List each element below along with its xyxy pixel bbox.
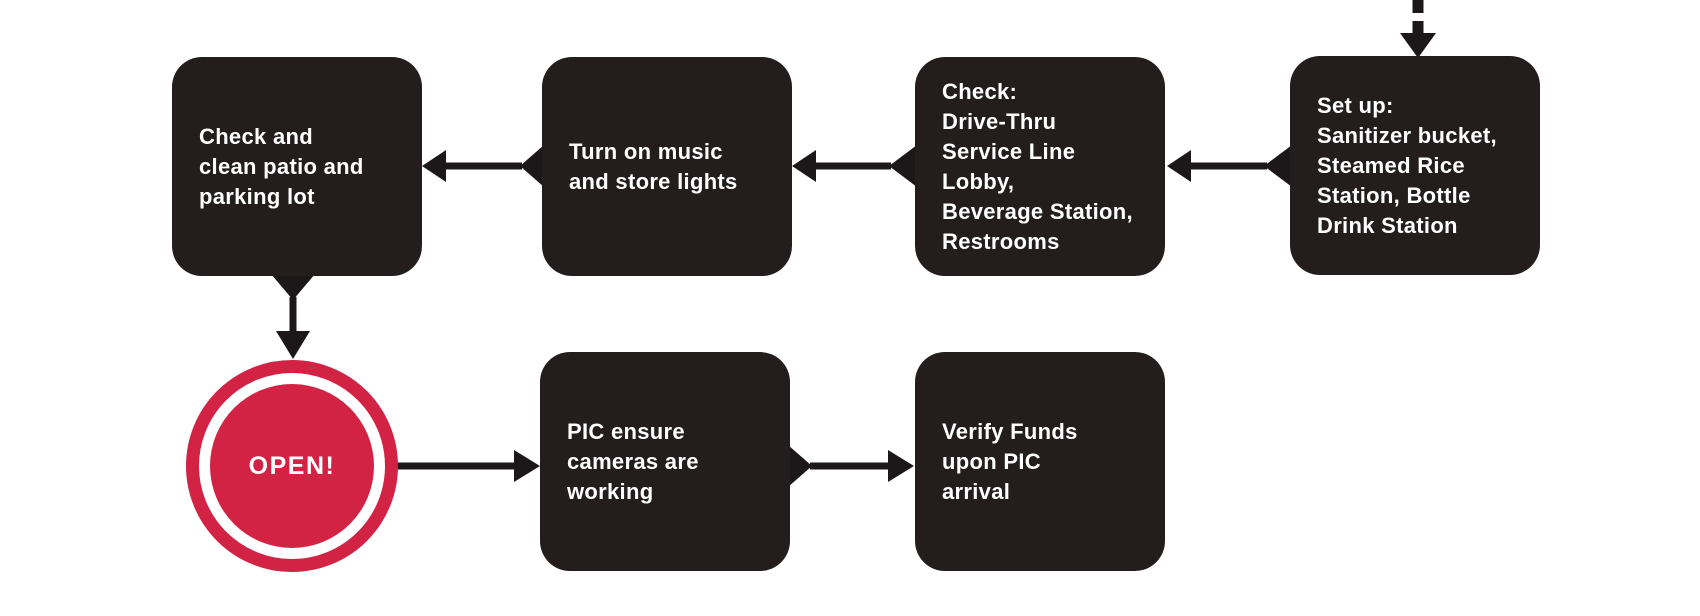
flow-node-set-up-stations: Set up: Sanitizer bucket, Steamed Rice S… [1290,56,1540,275]
arrow-music-to-clean [422,145,544,187]
arrow-setup-to-check [1167,145,1292,187]
dashed-arrow-incoming [1400,0,1436,58]
flow-node-pic-cameras-label: PIC ensure cameras are working [567,418,699,504]
flow-node-set-up-stations-label: Set up: Sanitizer bucket, Steamed Rice S… [1317,92,1497,238]
open-label: OPEN! [248,451,336,480]
flow-node-verify-funds: Verify Funds upon PIC arrival [915,352,1165,571]
arrow-check-to-music [792,145,917,187]
flow-node-pic-cameras: PIC ensure cameras are working [540,352,790,571]
arrow-open-to-cameras [396,450,540,482]
arrow-clean-to-open [271,274,315,359]
flow-node-check-clean-patio: Check and clean patio and parking lot [172,57,422,276]
flow-node-turn-on-music-lights: Turn on music and store lights [542,57,792,276]
flow-node-check-clean-patio-label: Check and clean patio and parking lot [199,123,364,209]
open-milestone-badge: OPEN! [186,360,398,572]
flow-node-check-stations: Check: Drive-Thru Service Line Lobby, Be… [915,57,1165,276]
flow-node-turn-on-music-lights-label: Turn on music and store lights [569,138,738,194]
flow-node-verify-funds-label: Verify Funds upon PIC arrival [942,418,1078,504]
arrow-cameras-to-verify [788,445,914,487]
flow-node-check-stations-label: Check: Drive-Thru Service Line Lobby, Be… [942,78,1133,254]
open-inner-circle: OPEN! [210,384,374,548]
